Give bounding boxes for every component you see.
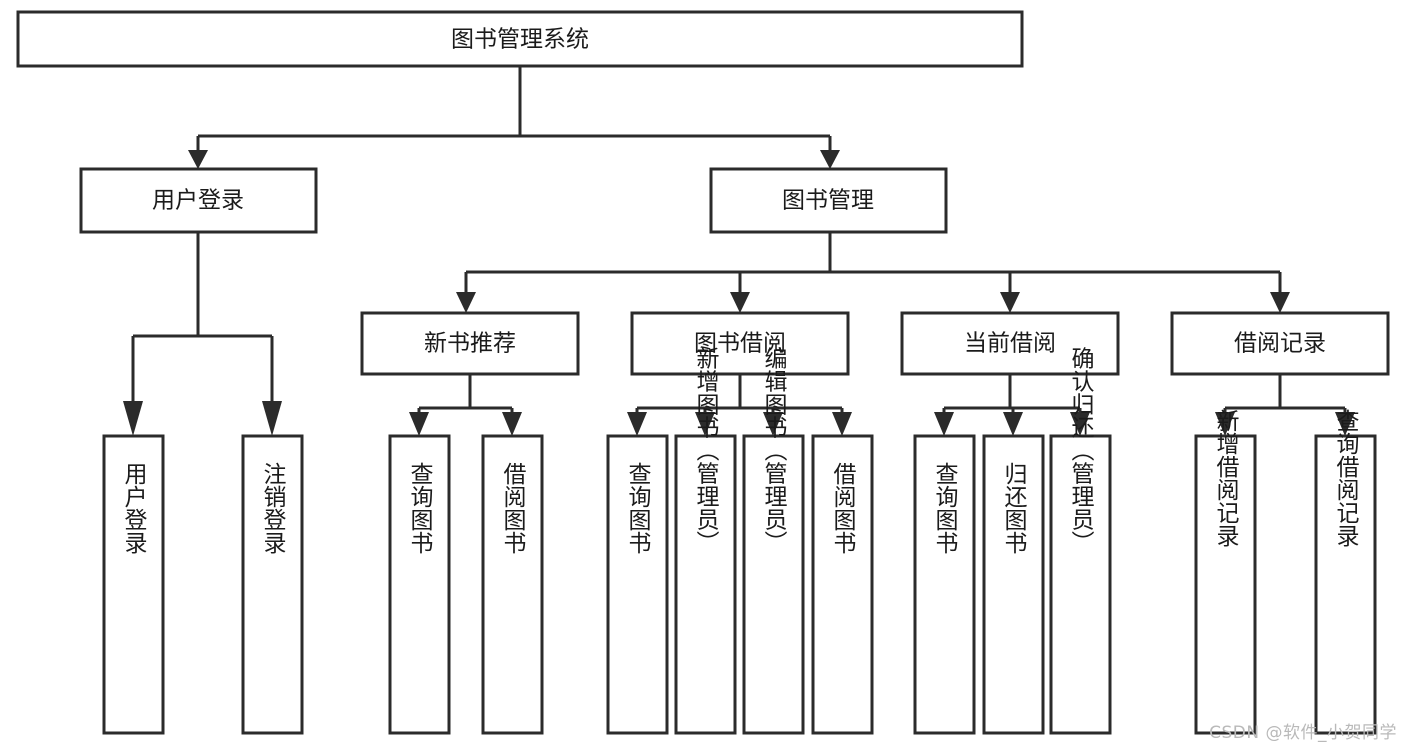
node-user-login[interactable]: 用户登录 xyxy=(79,167,318,234)
leaf-bb-query-book-label: 查询图书 xyxy=(624,462,652,554)
leaf-cb-return-book-label: 归还图书 xyxy=(1000,462,1028,554)
node-current-borrow-label: 当前借阅 xyxy=(964,331,1056,357)
leaf-nb-query-book-box[interactable] xyxy=(388,434,451,735)
arrow-br-leaf-1 xyxy=(1215,412,1235,436)
arrow-cb-leaf-2 xyxy=(1003,412,1023,436)
leaf-user-login[interactable]: 用户登录 xyxy=(102,434,165,735)
leaf-nb-borrow-book-label: 借阅图书 xyxy=(499,462,527,554)
node-book-manage-box[interactable] xyxy=(709,167,948,234)
leaf-nb-query-book[interactable]: 查询图书 xyxy=(388,434,451,735)
leaf-bb-query-book-box[interactable] xyxy=(606,434,669,735)
leaf-logout[interactable]: 注销登录 xyxy=(241,434,304,735)
leaf-br-query-record-box[interactable] xyxy=(1314,434,1377,735)
node-new-book-recommend-label: 新书推荐 xyxy=(424,331,516,357)
leaf-bb-edit-book-label: 编辑图书（管理员） xyxy=(760,347,788,554)
leaf-cb-query-book-box[interactable] xyxy=(913,434,976,735)
leaf-cb-confirm-return-label: 确认归还（管理员） xyxy=(1067,347,1095,554)
leaf-logout-label: 注销登录 xyxy=(259,462,287,554)
leaf-bb-edit-book[interactable]: 编辑图书（管理员） xyxy=(742,347,805,735)
arrow-br-leaf-2 xyxy=(1335,412,1355,436)
leaf-br-add-record[interactable]: 新增借阅记录 xyxy=(1194,409,1257,735)
arrow-cb-leaf-1 xyxy=(934,412,954,436)
leaf-cb-query-book-label: 查询图书 xyxy=(931,462,959,554)
arrow-bb-leaf-2 xyxy=(695,412,715,436)
node-book-borrow[interactable]: 图书借阅 xyxy=(630,311,850,376)
leaf-bb-query-book[interactable]: 查询图书 xyxy=(606,434,669,735)
arrow-nb-leaf-1 xyxy=(409,412,429,436)
arrow-current-borrow xyxy=(1000,292,1020,313)
node-root-label: 图书管理系统 xyxy=(451,27,589,53)
node-book-manage[interactable]: 图书管理 xyxy=(709,167,948,234)
node-book-borrow-box[interactable] xyxy=(630,311,850,376)
leaf-bb-borrow-book-box[interactable] xyxy=(811,434,874,735)
leaf-nb-borrow-book[interactable]: 借阅图书 xyxy=(481,434,544,735)
node-current-borrow[interactable]: 当前借阅 xyxy=(900,311,1120,376)
leaf-user-login-label: 用户登录 xyxy=(120,462,148,554)
leaf-logout-box[interactable] xyxy=(241,434,304,735)
node-current-borrow-box[interactable] xyxy=(900,311,1120,376)
leaf-br-query-record-label: 查询借阅记录 xyxy=(1332,409,1360,547)
arrow-bb-leaf-1 xyxy=(627,412,647,436)
arrow-borrow-record xyxy=(1270,292,1290,313)
leaf-bb-borrow-book-label: 借阅图书 xyxy=(829,462,857,554)
arrow-new-book xyxy=(456,292,476,313)
arrow-user-login xyxy=(188,150,208,169)
leaf-br-query-record[interactable]: 查询借阅记录 xyxy=(1314,409,1377,735)
arrow-cb-leaf-3 xyxy=(1070,412,1090,436)
node-book-manage-label: 图书管理 xyxy=(782,188,874,214)
node-root-box[interactable] xyxy=(16,10,1024,68)
leaf-cb-return-book[interactable]: 归还图书 xyxy=(982,434,1045,735)
node-user-login-box[interactable] xyxy=(79,167,318,234)
node-new-book-recommend[interactable]: 新书推荐 xyxy=(360,311,580,376)
arrow-book-manage xyxy=(820,150,840,169)
leaf-user-login-box[interactable] xyxy=(102,434,165,735)
node-borrow-record-label: 借阅记录 xyxy=(1234,331,1326,357)
node-borrow-record[interactable]: 借阅记录 xyxy=(1170,311,1390,376)
leaf-bb-borrow-book[interactable]: 借阅图书 xyxy=(811,434,874,735)
node-new-book-recommend-box[interactable] xyxy=(360,311,580,376)
leaf-bb-edit-book-box[interactable] xyxy=(742,434,805,735)
leaf-nb-query-book-label: 查询图书 xyxy=(406,462,434,554)
leaf-bb-add-book[interactable]: 新增图书（管理员） xyxy=(674,347,737,735)
arrow-leaf-user-login xyxy=(123,401,143,436)
connector-layer xyxy=(123,66,1355,436)
node-borrow-record-box[interactable] xyxy=(1170,311,1390,376)
leaf-br-add-record-box[interactable] xyxy=(1194,434,1257,735)
node-user-login-label: 用户登录 xyxy=(152,188,244,214)
leaf-bb-add-book-label: 新增图书（管理员） xyxy=(692,347,720,554)
node-book-borrow-label: 图书借阅 xyxy=(694,331,786,357)
node-root[interactable]: 图书管理系统 xyxy=(16,10,1024,68)
leaf-br-add-record-label: 新增借阅记录 xyxy=(1212,409,1240,547)
leaf-cb-confirm-return[interactable]: 确认归还（管理员） xyxy=(1049,347,1112,735)
arrow-leaf-logout xyxy=(262,401,282,436)
arrow-bb-leaf-4 xyxy=(832,412,852,436)
csdn-watermark: CSDN @软件_小贺同学 xyxy=(1209,723,1397,743)
arrow-book-borrow xyxy=(730,292,750,313)
arrow-nb-leaf-2 xyxy=(502,412,522,436)
leaf-nb-borrow-book-box[interactable] xyxy=(481,434,544,735)
leaf-cb-return-book-box[interactable] xyxy=(982,434,1045,735)
leaf-cb-confirm-return-box[interactable] xyxy=(1049,434,1112,735)
leaf-bb-add-book-box[interactable] xyxy=(674,434,737,735)
arrow-bb-leaf-3 xyxy=(763,412,783,436)
leaf-cb-query-book[interactable]: 查询图书 xyxy=(913,434,976,735)
